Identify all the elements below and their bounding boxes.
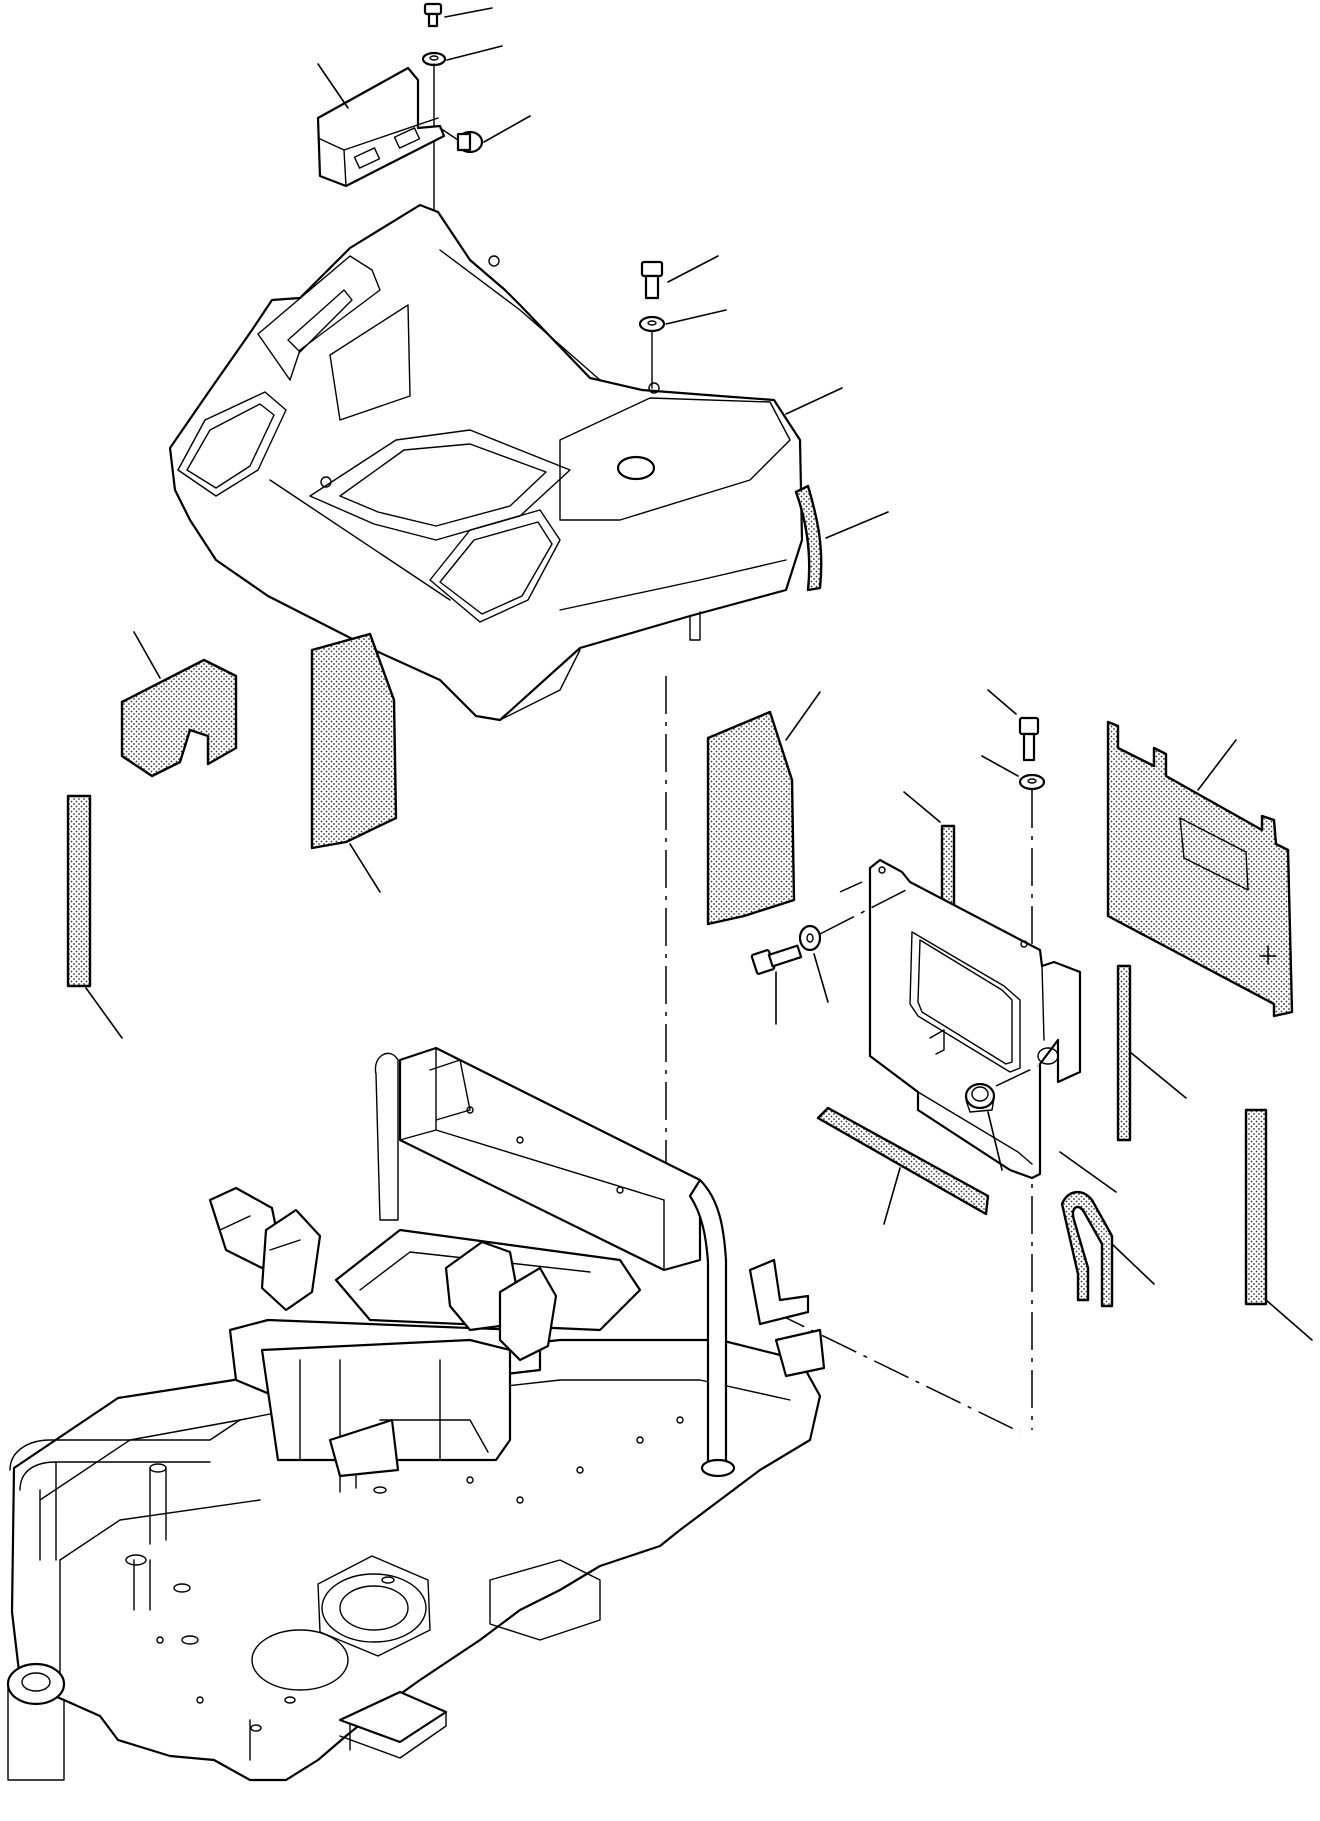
revolving-frame-icon xyxy=(6,1046,826,1782)
axis-line-bolt xyxy=(819,889,907,935)
bolt-cover-icon xyxy=(640,255,719,300)
floor-cover-icon xyxy=(168,203,843,722)
seal-curved-icon xyxy=(794,484,889,592)
washer-plate-icon xyxy=(798,924,829,1003)
bolt-side-icon xyxy=(987,689,1040,762)
seal-strip-right-icon xyxy=(1244,1108,1313,1341)
seal-strip-mid-icon xyxy=(1116,964,1187,1142)
foam-pad-left-icon xyxy=(310,632,398,893)
seal-strip-left-icon xyxy=(66,794,123,1039)
bolt-top-icon xyxy=(423,2,493,28)
foam-block-icon xyxy=(120,631,238,778)
grommet-icon xyxy=(964,1065,1039,1171)
bracket-top-icon xyxy=(316,63,446,188)
foam-pad-right-icon xyxy=(706,691,821,926)
washer-cover-icon xyxy=(638,309,727,333)
plug-top-icon xyxy=(439,115,531,154)
axis-line-plate xyxy=(839,881,863,893)
washer-side-icon xyxy=(981,755,1046,791)
washer-top-icon xyxy=(421,45,503,67)
axis-line-frame xyxy=(769,1309,1021,1433)
u-seal-icon xyxy=(1060,1191,1155,1308)
foam-panel-icon xyxy=(1106,720,1294,1018)
seal-strip-bottom-icon xyxy=(816,1106,990,1225)
bolt-plate-icon xyxy=(750,944,803,1025)
cover-plate-icon xyxy=(868,858,1117,1193)
